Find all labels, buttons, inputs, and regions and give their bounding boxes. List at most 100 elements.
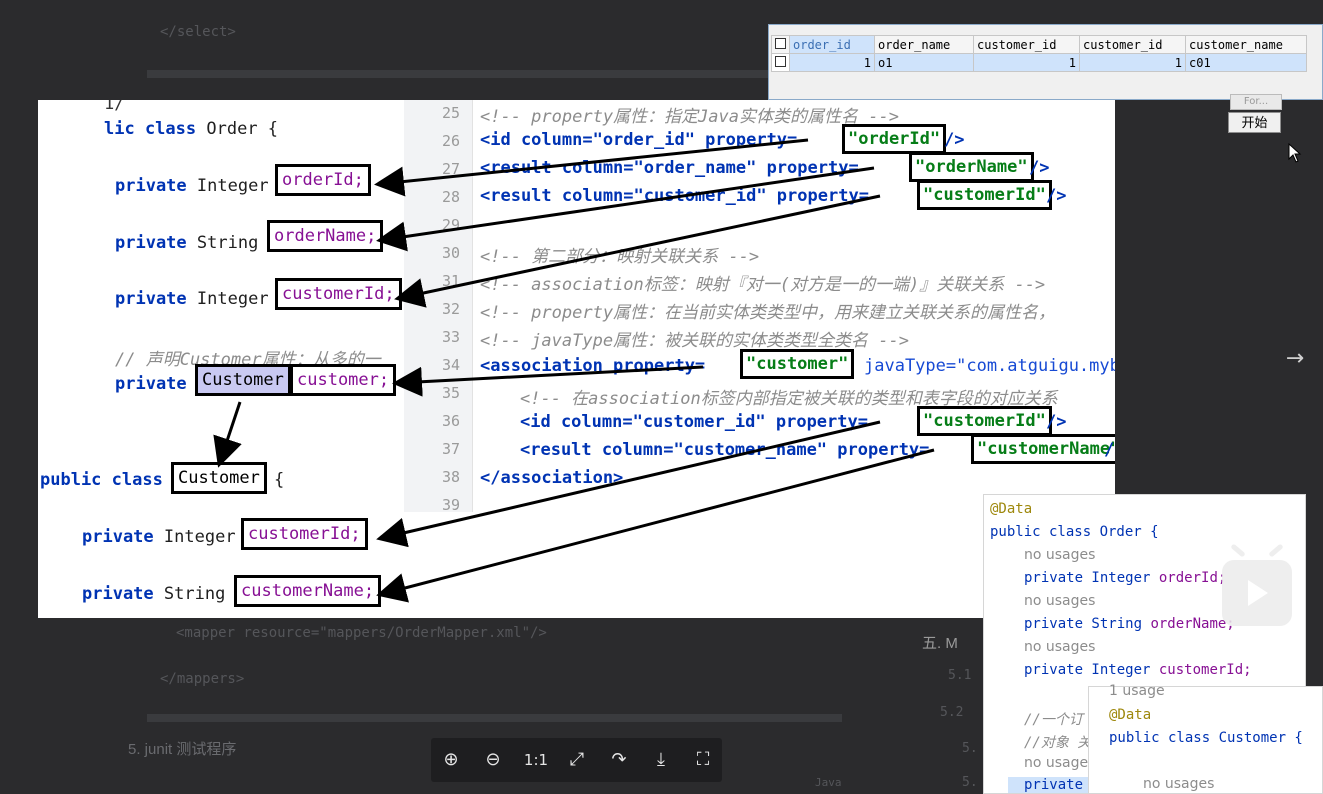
line-number: 33 — [441, 328, 460, 346]
next-image-button[interactable]: → — [1285, 346, 1305, 371]
zoom-out-icon[interactable]: ⊖ — [485, 749, 501, 770]
line-number: 27 — [441, 160, 460, 178]
xml-javatype-attr: javaType="com.atguigu.mybati — [864, 356, 1115, 376]
line-number: 32 — [441, 300, 460, 318]
column-header[interactable]: customer_id — [973, 35, 1080, 54]
line-number: 36 — [441, 412, 460, 430]
bg-mappers-close: </mappers> — [160, 671, 245, 687]
line-number: 37 — [441, 440, 460, 458]
order-class-decl: public class Order { — [990, 524, 1159, 540]
column-header[interactable]: customer_id — [1079, 35, 1186, 54]
cell-customer-id-2[interactable]: 1 — [1079, 53, 1186, 72]
cell-customer-id[interactable]: 1 — [973, 53, 1080, 72]
xml-mapper-pane: 25 26 27 28 29 30 31 32 33 34 35 36 37 3… — [404, 100, 1115, 514]
checkbox-icon[interactable] — [775, 37, 786, 49]
checkbox-icon[interactable] — [775, 55, 786, 67]
row-checkbox-header[interactable] — [771, 35, 790, 54]
xml-association-tag: <association property= — [480, 356, 706, 376]
field-type: private Integer — [1024, 570, 1151, 586]
java-field-customerId2-box: customerId; — [241, 518, 368, 550]
line-number: 31 — [441, 272, 460, 290]
zoom-in-icon[interactable]: ⊕ — [443, 749, 459, 770]
xml-orderName-box: "orderName" — [909, 152, 1034, 182]
image-viewer-canvas: 1/ lic class Order { private Integer ord… — [38, 100, 1115, 618]
java-code-pane: 1/ lic class Order { private Integer ord… — [38, 100, 404, 618]
usage-hint: no usages — [1143, 776, 1215, 792]
java-field-customerName-box: customerName; — [234, 575, 382, 607]
start-button[interactable]: 开始 — [1228, 112, 1281, 133]
java-line-partial: 1/ — [104, 100, 125, 114]
snippet-comment: //一个订 — [1024, 712, 1083, 728]
order-decl-keyword: lic class — [104, 119, 197, 139]
java-field-customerId-box: customerId; — [275, 278, 402, 310]
field-type: private Integer — [1024, 662, 1151, 678]
fit-screen-icon[interactable]: ⤢ — [569, 749, 585, 770]
type-integer: Integer — [163, 527, 236, 547]
line-number: 38 — [441, 468, 460, 486]
line-number: 35 — [441, 384, 460, 402]
type-integer: Integer — [196, 289, 269, 309]
line-number: 29 — [441, 216, 460, 234]
table-row[interactable]: 1 o1 1 1 c01 — [771, 53, 1307, 72]
xml-line-26: <id column="order_id" property= — [480, 130, 797, 150]
fullscreen-icon[interactable]: ⛶ — [696, 749, 710, 770]
column-header[interactable]: customer_name — [1185, 35, 1307, 54]
bg-java-label: Java — [815, 776, 842, 789]
cell-order-id[interactable]: 1 — [789, 53, 875, 72]
private-keyword: private — [115, 176, 187, 196]
java-field-customerId-line: private Integer — [115, 289, 269, 309]
type-integer: Integer — [196, 176, 269, 196]
download-icon[interactable]: ⤓ — [657, 749, 665, 770]
cell-order-name[interactable]: o1 — [874, 53, 974, 72]
field-name: customerId; — [1158, 662, 1252, 678]
bg-junit-heading: 5. junit 测试程序 — [128, 741, 237, 758]
customer-class-snippet: 1 usage @Data public class Customer { no… — [1088, 683, 1323, 794]
ghost-button[interactable]: For... — [1230, 94, 1282, 110]
snippet-field-line: private String orderName; — [1024, 616, 1235, 632]
row-checkbox[interactable] — [771, 53, 790, 72]
xml-line-27-end: /> — [1029, 158, 1050, 178]
actual-size-button[interactable]: 1:1 — [523, 751, 549, 769]
type-string: String — [196, 233, 259, 253]
video-play-icon[interactable] — [1222, 543, 1292, 626]
query-result-window: order_id order_name customer_id customer… — [768, 24, 1323, 100]
image-viewer-toolbar: ⊕ ⊖ 1:1 ⤢ ↷ ⤓ ⛶ — [431, 738, 722, 782]
bg-outline-num-2: 5.2 — [940, 705, 964, 720]
snippet-comment: //对象 关 — [1024, 735, 1092, 751]
xml-customerId2-box: "customerId" — [917, 406, 1052, 436]
line-number: 39 — [441, 496, 460, 514]
cell-customer-name[interactable]: c01 — [1185, 53, 1307, 72]
xml-line-27: <result column="order_name" property= — [480, 158, 859, 178]
data-annotation: @Data — [990, 501, 1033, 517]
rotate-icon[interactable]: ↷ — [611, 749, 627, 770]
usage-hint: no usages — [1024, 593, 1096, 609]
bg-divider — [147, 70, 842, 78]
column-header[interactable]: order_id — [789, 35, 875, 54]
xml-line-33: <!-- javaType属性：被关联的实体类类型全类名 --> — [480, 331, 909, 351]
line-number: 28 — [441, 188, 460, 206]
xml-line-34-end: javaType="com.atguigu.mybati — [864, 356, 1115, 376]
field-type: private String — [1024, 616, 1143, 632]
field-type: private — [1024, 777, 1084, 793]
java-field-orderId-box: orderId; — [275, 164, 371, 196]
bg-outline-num-4: 5. — [962, 775, 978, 790]
xml-orderId-box: "orderId" — [842, 124, 947, 154]
xml-line-30: <!-- 第二部分：映射关联关系 --> — [480, 247, 760, 267]
xml-result-tag: <result column="customer_id" property= — [480, 186, 869, 206]
snippet-field-line: private Integer customerId; — [1024, 662, 1252, 678]
xml-line-31: <!-- association标签：映射『对一(对方是一的一端)』关联关系 -… — [480, 275, 1046, 295]
data-annotation: @Data — [1109, 707, 1152, 723]
xml-line-36: <id column="customer_id" property= — [520, 412, 868, 432]
private-keyword: private — [82, 527, 154, 547]
line-number-gutter: 25 26 27 28 29 30 31 32 33 34 35 36 37 3… — [404, 100, 473, 514]
java-field-orderName-box: orderName; — [267, 220, 384, 252]
xml-line-37: <result column="customer_name" property= — [520, 440, 929, 460]
column-header[interactable]: order_name — [874, 35, 974, 54]
usage-hint: no usages — [1024, 755, 1096, 771]
type-string: String — [163, 584, 226, 604]
bg-divider-2 — [147, 714, 842, 722]
usage-hint: 1 usage — [1109, 683, 1165, 699]
xml-line-32: <!-- property属性：在当前实体类类型中，用来建立关联关系的属性名， — [480, 303, 1056, 323]
xml-customerName-box: "customerName" — [971, 434, 1115, 464]
line-number: 25 — [441, 104, 460, 122]
